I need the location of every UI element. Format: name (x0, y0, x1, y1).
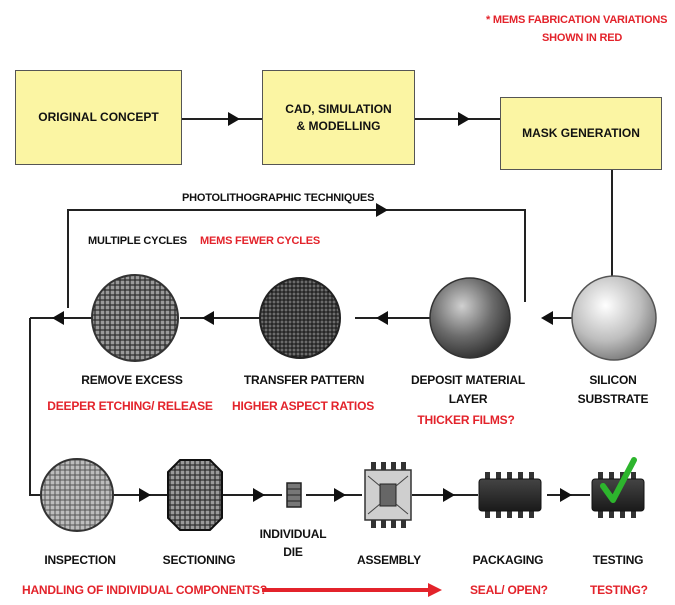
thicker-films-label: THICKER FILMS? (417, 413, 515, 427)
individual-label: INDIVIDUAL (259, 527, 327, 541)
assembly-label: ASSEMBLY (357, 553, 421, 567)
deeper-etching-label: DEEPER ETCHING/ RELEASE (47, 399, 213, 413)
testing-mems-label: TESTING? (590, 583, 648, 597)
higher-aspect-ratios-label: HIGHER ASPECT RATIOS (231, 399, 375, 413)
remove-excess-wafer-icon (91, 274, 179, 362)
bottom-row-arrows (112, 488, 590, 502)
testing-label: TESTING (592, 553, 644, 567)
deposit-layer-sphere-icon (429, 277, 511, 359)
assembly-package-icon (364, 462, 412, 528)
mems-handling-arrow (262, 583, 442, 597)
packaging-chip-icon (478, 472, 542, 518)
original-concept-label: ORIGINAL CONCEPT (38, 110, 159, 125)
deposit-material-label: DEPOSIT MATERIAL (411, 373, 525, 387)
cad-simulation-label: CAD, SIMULATION & MODELLING (285, 102, 392, 133)
die-label: DIE (283, 545, 303, 559)
inspection-label: INSPECTION (44, 553, 116, 567)
transfer-pattern-label: TRANSFER PATTERN (243, 373, 365, 387)
packaging-label: PACKAGING (472, 553, 544, 567)
substrate-label: SUBSTRATE (577, 392, 649, 406)
photolithographic-label: PHOTOLITHOGRAPHIC TECHNIQUES (182, 192, 375, 204)
photolithography-loop (67, 203, 526, 308)
cad-simulation-box: CAD, SIMULATION & MODELLING (262, 70, 415, 165)
original-concept-box: ORIGINAL CONCEPT (15, 70, 182, 165)
inspection-wafer-icon (40, 458, 114, 532)
middle-row-arrows (29, 311, 575, 496)
mask-generation-box: MASK GENERATION (500, 97, 662, 170)
top-row-arrows (182, 112, 613, 282)
remove-excess-label: REMOVE EXCESS (81, 373, 183, 387)
sectioning-die-grid-icon (167, 459, 223, 531)
sectioning-label: SECTIONING (162, 553, 236, 567)
handling-components-label: HANDLING OF INDIVIDUAL COMPONENTS? (22, 583, 267, 597)
seal-open-label: SEAL/ OPEN? (470, 583, 548, 597)
individual-die-icon (286, 482, 302, 508)
deposit-layer-label: LAYER (448, 392, 488, 406)
transfer-pattern-wafer-icon (259, 277, 341, 359)
mems-note-line2: SHOWN IN RED (542, 32, 623, 44)
silicon-substrate-sphere-icon (571, 275, 657, 361)
silicon-label: SILICON (589, 373, 637, 387)
checkmark-icon (600, 457, 637, 503)
mems-note-line1: * MEMS FABRICATION VARIATIONS (486, 14, 668, 26)
mask-generation-label: MASK GENERATION (522, 126, 640, 141)
mems-fewer-cycles-label: MEMS FEWER CYCLES (200, 235, 321, 247)
multiple-cycles-label: MULTIPLE CYCLES (88, 235, 187, 247)
